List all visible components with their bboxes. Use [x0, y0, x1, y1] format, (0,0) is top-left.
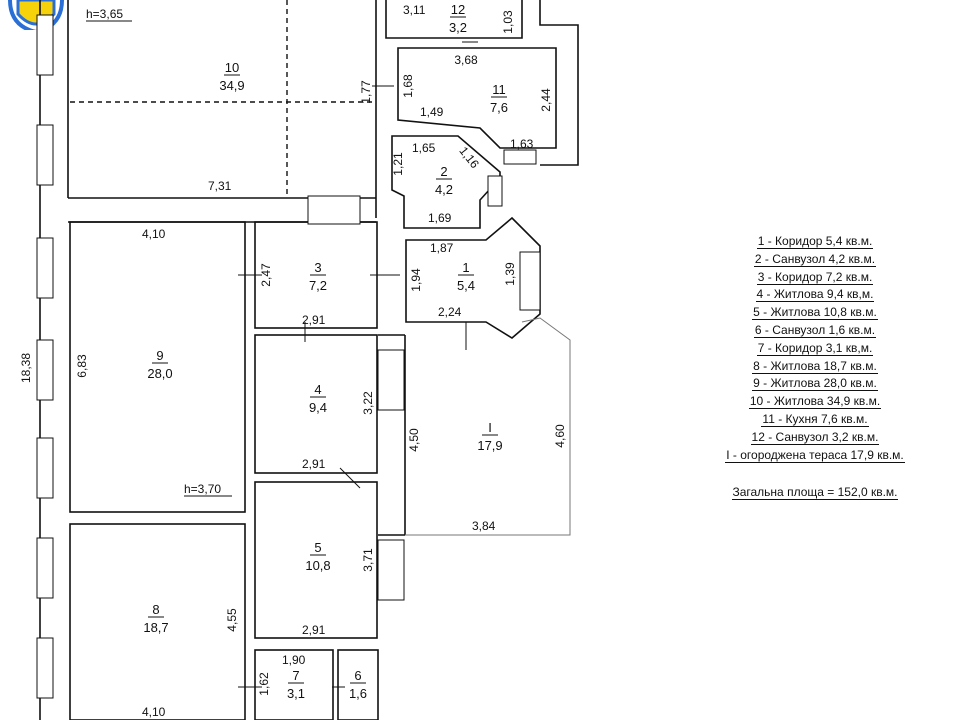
- room-area: 5,4: [457, 278, 475, 293]
- dim-label: 3,68: [454, 53, 478, 67]
- room-area: 1,6: [349, 686, 367, 701]
- legend-item: 11 - Кухня 7,6 кв.м.: [761, 411, 869, 427]
- outer-windows: [36, 14, 541, 699]
- dim-label: 1,69: [428, 211, 452, 225]
- terrace-label: I 17,9: [477, 420, 502, 453]
- logo-swoosh-right: [35, 0, 64, 30]
- room-area: 9,4: [309, 400, 327, 415]
- room-12-label: 12 3,2: [449, 2, 467, 35]
- dim-label: 2,91: [302, 457, 326, 471]
- room-area: 18,7: [143, 620, 168, 635]
- room-number: 2: [440, 164, 447, 179]
- room-legend: 1 - Коридор 5,4 кв.м. 2 - Санвузол 4,2 к…: [690, 233, 940, 464]
- legend-item: 2 - Санвузол 4,2 кв.м.: [753, 251, 877, 267]
- dim-label: 6,83: [75, 354, 89, 378]
- room-area: 7,2: [309, 278, 327, 293]
- dim-label: 7,31: [208, 179, 232, 193]
- terrace-outline: [405, 317, 571, 536]
- dim-label: 2,24: [438, 305, 462, 319]
- room-number: 6: [354, 668, 361, 683]
- dim-label: 1,21: [391, 152, 405, 176]
- dim-label: 1,63: [510, 137, 534, 151]
- dim-label: 3,22: [361, 391, 375, 415]
- legend-item: 5 - Житлова 10,8 кв.м.: [752, 305, 878, 321]
- dim-label: 2,44: [539, 88, 553, 112]
- room-number: 5: [314, 540, 321, 555]
- room-6-label: 6 1,6: [349, 668, 367, 701]
- legend-item: I - огороджена тераса 17,9 кв.м.: [725, 447, 905, 463]
- legend-item: 6 - Санвузол 1,6 кв.м.: [753, 322, 877, 338]
- room-area: 7,6: [490, 100, 508, 115]
- room-number: 11: [492, 82, 506, 97]
- room-number: 7: [292, 668, 299, 683]
- dim-label: 4,10: [142, 705, 166, 719]
- overall-dimension: 18,38: [19, 353, 33, 383]
- room-10-dashed-partitions: [70, 0, 376, 198]
- room-number: 1: [462, 260, 469, 275]
- room-number: 12: [451, 2, 465, 17]
- height-label-room9: h=3,70: [184, 482, 221, 496]
- room-area: 28,0: [147, 366, 172, 381]
- room-area: 4,2: [435, 182, 453, 197]
- dim-label: 1,16: [456, 144, 482, 171]
- dim-label: 3,84: [472, 519, 496, 533]
- dim-label: 1,90: [282, 653, 306, 667]
- height-label-top: h=3,65: [86, 7, 123, 21]
- dim-label: 1,68: [401, 74, 415, 98]
- room-area: 3,2: [449, 20, 467, 35]
- room-1-label: 1 5,4: [457, 260, 475, 293]
- dim-label: 4,10: [142, 227, 166, 241]
- room-2-label: 2 4,2: [435, 164, 453, 197]
- room-8-label: 8 18,7: [143, 602, 168, 635]
- legend-item: 7 - Коридор 3,1 кв,м.: [756, 340, 874, 356]
- dim-label: 1,87: [430, 241, 454, 255]
- room-7-label: 7 3,1: [287, 668, 305, 701]
- dim-label: 4,60: [553, 424, 567, 448]
- dim-label: 4,55: [225, 608, 239, 632]
- dim-label: 2,91: [302, 623, 326, 637]
- dim-label: 4,50: [407, 428, 421, 452]
- room-11-label: 11 7,6: [490, 82, 508, 115]
- room-10-label: 10 34,9: [219, 60, 244, 93]
- total-area: Загальна площа = 152,0 кв.м.: [732, 485, 898, 500]
- dim-label: 1,77: [359, 80, 373, 104]
- dim-label: 1,62: [257, 672, 271, 696]
- room-5-label: 5 10,8: [305, 540, 330, 573]
- legend-item: 8 - Житлова 18,7 кв.м.: [752, 358, 878, 374]
- logo-swoosh-left: [8, 0, 37, 30]
- legend-item: 4 - Житлова 9,4 кв,м.: [755, 287, 875, 303]
- dim-label: 3,11: [403, 3, 426, 17]
- room-number: 9: [156, 348, 163, 363]
- room-area: 10,8: [305, 558, 330, 573]
- room-4-label: 4 9,4: [309, 382, 327, 415]
- legend-item: 1 - Коридор 5,4 кв.м.: [756, 234, 874, 249]
- dim-label: 1,39: [503, 262, 517, 286]
- dim-label: 2,47: [259, 263, 273, 287]
- dim-label: 1,03: [501, 10, 515, 34]
- dim-label: 3,71: [361, 548, 375, 572]
- room-number: I: [488, 420, 492, 435]
- legend-item: 12 - Санвузол 3,2 кв.м.: [750, 429, 880, 445]
- room-area: 3,1: [287, 686, 305, 701]
- legend-item: 3 - Коридор 7,2 кв.м.: [756, 269, 874, 285]
- dim-label: 2,91: [302, 313, 326, 327]
- legend-item: 9 - Житлова 28,0 кв.м.: [752, 376, 878, 392]
- legend-item: 10 - Житлова 34,9 кв.м.: [748, 394, 882, 410]
- room-number: 10: [225, 60, 239, 75]
- room-number: 3: [314, 260, 321, 275]
- room-3-label: 3 7,2: [309, 260, 327, 293]
- room-area: 34,9: [219, 78, 244, 93]
- door-markers: [238, 41, 478, 688]
- room-number: 8: [152, 602, 159, 617]
- dim-label: 1,65: [412, 141, 436, 155]
- room-number: 4: [314, 382, 321, 397]
- dim-label: 1,94: [409, 268, 423, 292]
- room-area: 17,9: [477, 438, 502, 453]
- dim-label: 1,49: [420, 105, 444, 119]
- room-9-label: 9 28,0: [147, 348, 172, 381]
